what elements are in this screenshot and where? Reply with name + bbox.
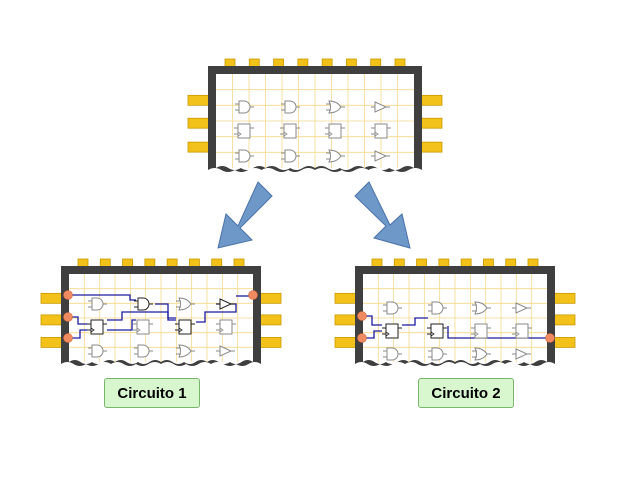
- io-node: [357, 333, 367, 343]
- chip-pin: [248, 58, 260, 68]
- chip-pin: [40, 314, 64, 326]
- routed-wire: [155, 303, 176, 319]
- io-node: [63, 333, 73, 343]
- chip-pin: [211, 258, 223, 268]
- chip-pin: [166, 258, 178, 268]
- chip-pin: [321, 58, 333, 68]
- chip-pin: [297, 58, 309, 68]
- chip-pin: [371, 258, 383, 268]
- routed-wire: [362, 315, 382, 326]
- routed-wire: [402, 317, 428, 326]
- chip-pin: [552, 314, 576, 326]
- io-node: [545, 333, 555, 343]
- circuit-2-label: Circuito 2: [418, 378, 514, 408]
- fpga-chip-circuit-1: [40, 258, 282, 366]
- chip-pin: [187, 141, 211, 153]
- io-node: [357, 311, 367, 321]
- chip-pin: [258, 337, 282, 348]
- chip-pin: [552, 292, 576, 304]
- chip-pin: [224, 58, 236, 68]
- fpga-chip-circuit-2: [334, 258, 576, 366]
- chip-pin: [334, 292, 358, 304]
- chip-pin: [258, 314, 282, 326]
- chip-pin: [394, 58, 406, 68]
- io-node: [63, 312, 73, 322]
- chip-pin: [144, 258, 156, 268]
- chip-pin: [419, 117, 443, 129]
- chip-pin: [189, 258, 200, 268]
- chip-pin: [393, 258, 405, 268]
- chip-pin: [334, 337, 358, 348]
- routed-wire: [68, 294, 136, 301]
- chip-pin: [273, 58, 284, 68]
- routed-wire: [68, 329, 87, 339]
- routed-wire: [107, 311, 176, 321]
- chip-pin: [233, 258, 245, 268]
- routed-wire: [68, 316, 87, 325]
- chip-pin: [505, 258, 517, 268]
- chip-pin: [99, 258, 111, 268]
- chip-pin: [40, 292, 64, 304]
- chip-pin: [40, 337, 64, 348]
- chip-pin: [483, 258, 494, 268]
- chip-pin: [77, 258, 89, 268]
- io-node: [63, 290, 73, 300]
- chip-pin: [122, 258, 133, 268]
- chip-pin: [460, 258, 472, 268]
- chip-pin: [416, 258, 427, 268]
- routed-wire: [362, 330, 382, 339]
- io-node: [248, 290, 258, 300]
- chip-pin: [334, 314, 358, 326]
- chip-pin: [419, 141, 443, 153]
- circuit-2-label-text: Circuito 2: [431, 384, 501, 402]
- chip-pin: [370, 58, 382, 68]
- chip-pin: [258, 292, 282, 304]
- circuit-1-label: Circuito 1: [104, 378, 200, 408]
- chip-pin: [419, 94, 443, 106]
- chip-pin: [187, 117, 211, 129]
- arrow-down-left-icon: [217, 181, 273, 249]
- circuit-1-label-text: Circuito 1: [117, 384, 187, 402]
- chip-pin: [187, 94, 211, 106]
- chip-pin: [527, 258, 539, 268]
- routed-wire: [107, 319, 136, 331]
- chip-pin: [438, 258, 450, 268]
- arrow-down-right-icon: [354, 181, 411, 249]
- chip-pin: [552, 337, 576, 348]
- chip-pin: [346, 58, 357, 68]
- fpga-chip-top: [187, 58, 443, 172]
